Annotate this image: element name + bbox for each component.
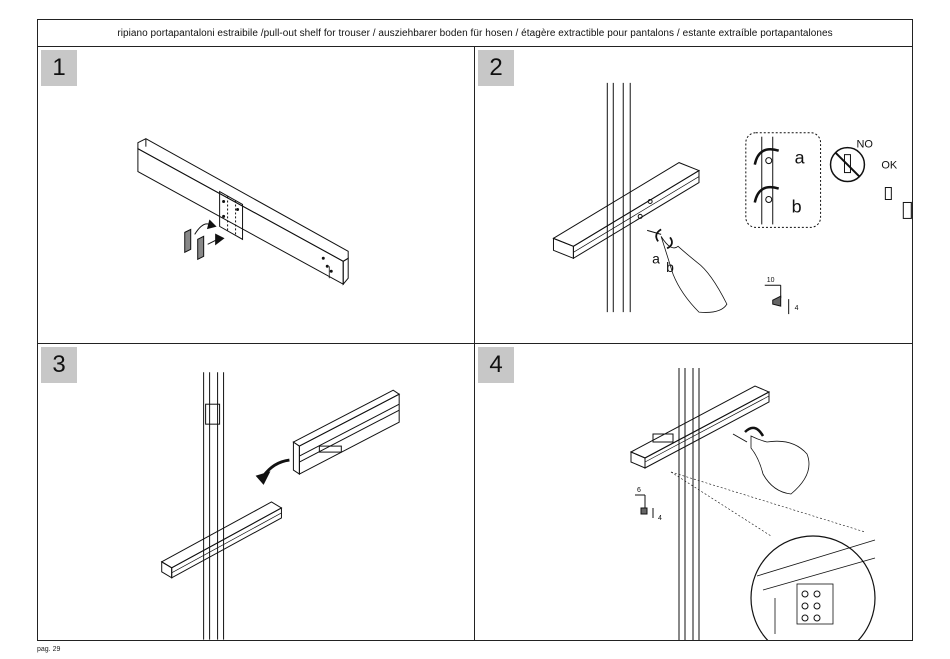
step-2-panel: 2 a b: [475, 47, 912, 344]
label-b: b: [792, 196, 802, 216]
step-1-illustration: [38, 47, 474, 343]
dimension-diameter: 4: [795, 305, 799, 312]
sheet-title: ripiano portapantaloni estraibile /pull-…: [38, 20, 912, 47]
label-a: a: [795, 148, 805, 168]
step-1-panel: 1: [38, 47, 475, 344]
step-3-panel: 3: [38, 344, 475, 640]
label-ok: OK: [881, 160, 898, 172]
step-4-panel: 4: [475, 344, 912, 640]
step-3-illustration: [38, 344, 474, 640]
dimension-length: 6: [637, 487, 641, 494]
label-a-small: a: [652, 250, 660, 266]
dimension-length: 10: [767, 277, 775, 284]
label-b-small: b: [666, 259, 674, 275]
step-2-illustration: a b a b: [475, 47, 912, 343]
step-4-illustration: 6 4: [475, 344, 912, 640]
page-number: pag. 29: [37, 646, 60, 653]
instruction-sheet: ripiano portapantaloni estraibile /pull-…: [37, 19, 913, 641]
label-no: NO: [856, 139, 872, 151]
dimension-diameter: 4: [658, 515, 662, 522]
